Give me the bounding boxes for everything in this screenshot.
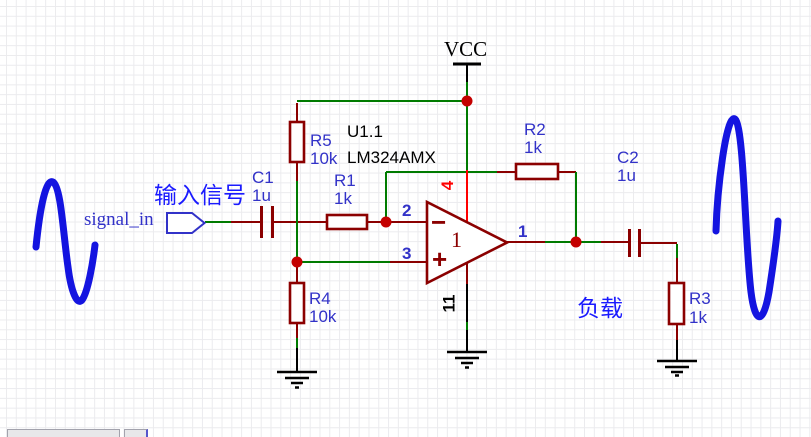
resistor-r5-body[interactable]	[288, 120, 306, 164]
bottom-panel-tab-wide[interactable]	[7, 429, 120, 437]
r3-value[interactable]: 1k	[689, 308, 707, 327]
input-sine-wave-icon	[32, 178, 99, 305]
c1-ref[interactable]: C1	[252, 168, 274, 187]
ground-opamp[interactable]	[447, 350, 487, 369]
opamp-pin11-number: 11	[439, 294, 459, 313]
output-sine-wave-icon	[712, 115, 782, 321]
r1-ref[interactable]: R1	[334, 171, 356, 190]
opamp-designator[interactable]: U1.1	[347, 122, 383, 141]
junction-vcc	[461, 95, 473, 107]
r4-ref[interactable]: R4	[309, 289, 331, 308]
junction-pin2	[380, 216, 392, 228]
junction-dots	[291, 95, 582, 268]
ground-r3[interactable]	[657, 359, 697, 377]
resistor-r4-body[interactable]	[288, 281, 306, 325]
r5-ref[interactable]: R5	[310, 131, 332, 150]
opamp-symbol[interactable]	[425, 199, 510, 286]
junction-output	[570, 236, 582, 248]
opamp-gate-label: 1	[451, 227, 462, 252]
capacitor-c2[interactable]	[628, 229, 641, 257]
c1-value[interactable]: 1u	[252, 186, 271, 205]
opamp-plus-sign: +	[432, 244, 448, 274]
opamp-minus-sign: −	[431, 207, 447, 237]
wires-black	[296, 64, 678, 372]
junction-bias	[291, 256, 303, 268]
capacitor-c1[interactable]	[260, 206, 274, 238]
resistor-r2-body[interactable]	[514, 162, 560, 181]
ground-r4[interactable]	[277, 370, 317, 389]
r1-value[interactable]: 1k	[334, 189, 352, 208]
r3-ref[interactable]: R3	[689, 289, 711, 308]
resistor-bodies	[288, 120, 686, 326]
load-annotation[interactable]: 负载	[577, 295, 623, 321]
r4-value[interactable]: 10k	[309, 307, 337, 326]
vcc-label[interactable]: VCC	[444, 37, 488, 61]
input-signal-annotation[interactable]: 输入信号	[154, 182, 246, 208]
port-name-label[interactable]: signal_in	[84, 209, 154, 230]
opamp-pin2-number: 2	[402, 201, 412, 220]
opamp-pin1-number: 1	[518, 222, 528, 241]
r2-ref[interactable]: R2	[524, 120, 546, 139]
port-signal-in[interactable]	[166, 212, 207, 234]
opamp-part-number[interactable]: LM324AMX	[347, 148, 436, 167]
resistor-r3-body[interactable]	[667, 281, 686, 326]
c2-value[interactable]: 1u	[617, 166, 636, 185]
opamp-pin3-number: 3	[402, 244, 412, 263]
c2-ref[interactable]: C2	[617, 148, 639, 167]
r5-value[interactable]: 10k	[310, 149, 338, 168]
opamp-pin4-number: 4	[438, 180, 458, 191]
bottom-panel-tab-small[interactable]	[124, 429, 148, 437]
resistor-r1-body[interactable]	[325, 213, 369, 231]
r2-value[interactable]: 1k	[524, 138, 542, 157]
